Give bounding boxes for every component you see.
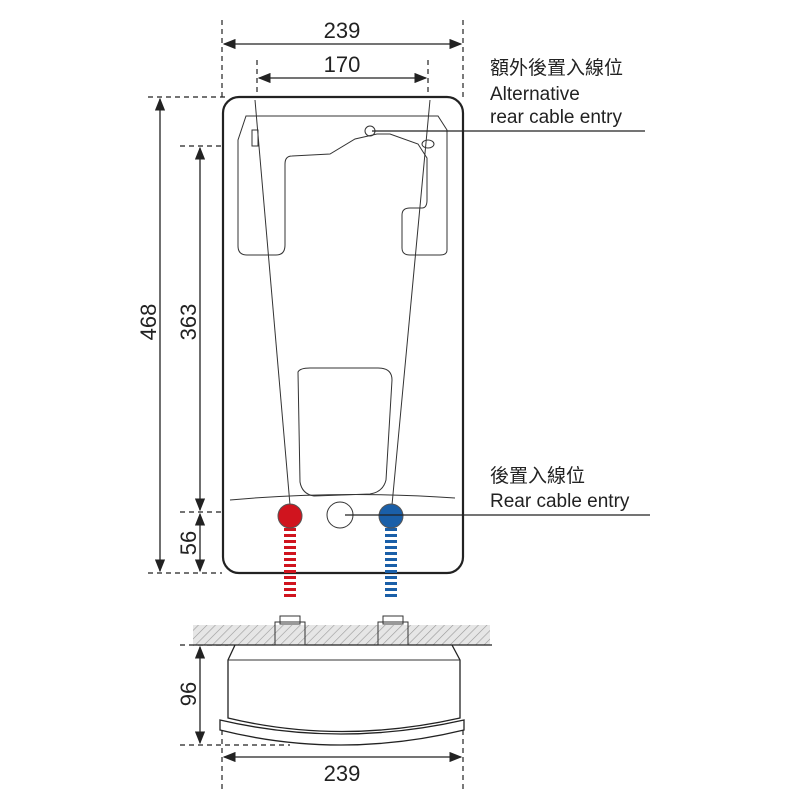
heater-front-view [221,95,465,575]
cold-water-pipe [378,503,404,600]
rear-entry-label-zh: 後置入線位 [490,465,585,487]
dim-depth: 96 [176,682,201,706]
alt-rear-entry-label-en-1: Alternative [490,84,580,105]
mount-slot [251,129,259,147]
dimension-lines [154,38,463,763]
dim-top-width: 239 [324,18,361,43]
dim-inner-width: 170 [324,52,361,77]
heater-side-view [193,615,492,746]
mount-hole [421,139,435,149]
hot-water-pipe [277,503,303,600]
alt-rear-entry-label-en-2: rear cable entry [490,107,623,128]
alt-rear-entry-label-zh: 額外後置入線位 [490,57,623,79]
dim-total-height: 468 [136,304,161,341]
dim-bottom-offset: 56 [176,531,201,555]
dim-bottom-width: 239 [324,761,361,786]
dim-entry-height: 363 [176,304,201,341]
rear-entry-label-en: Rear cable entry [490,491,630,512]
